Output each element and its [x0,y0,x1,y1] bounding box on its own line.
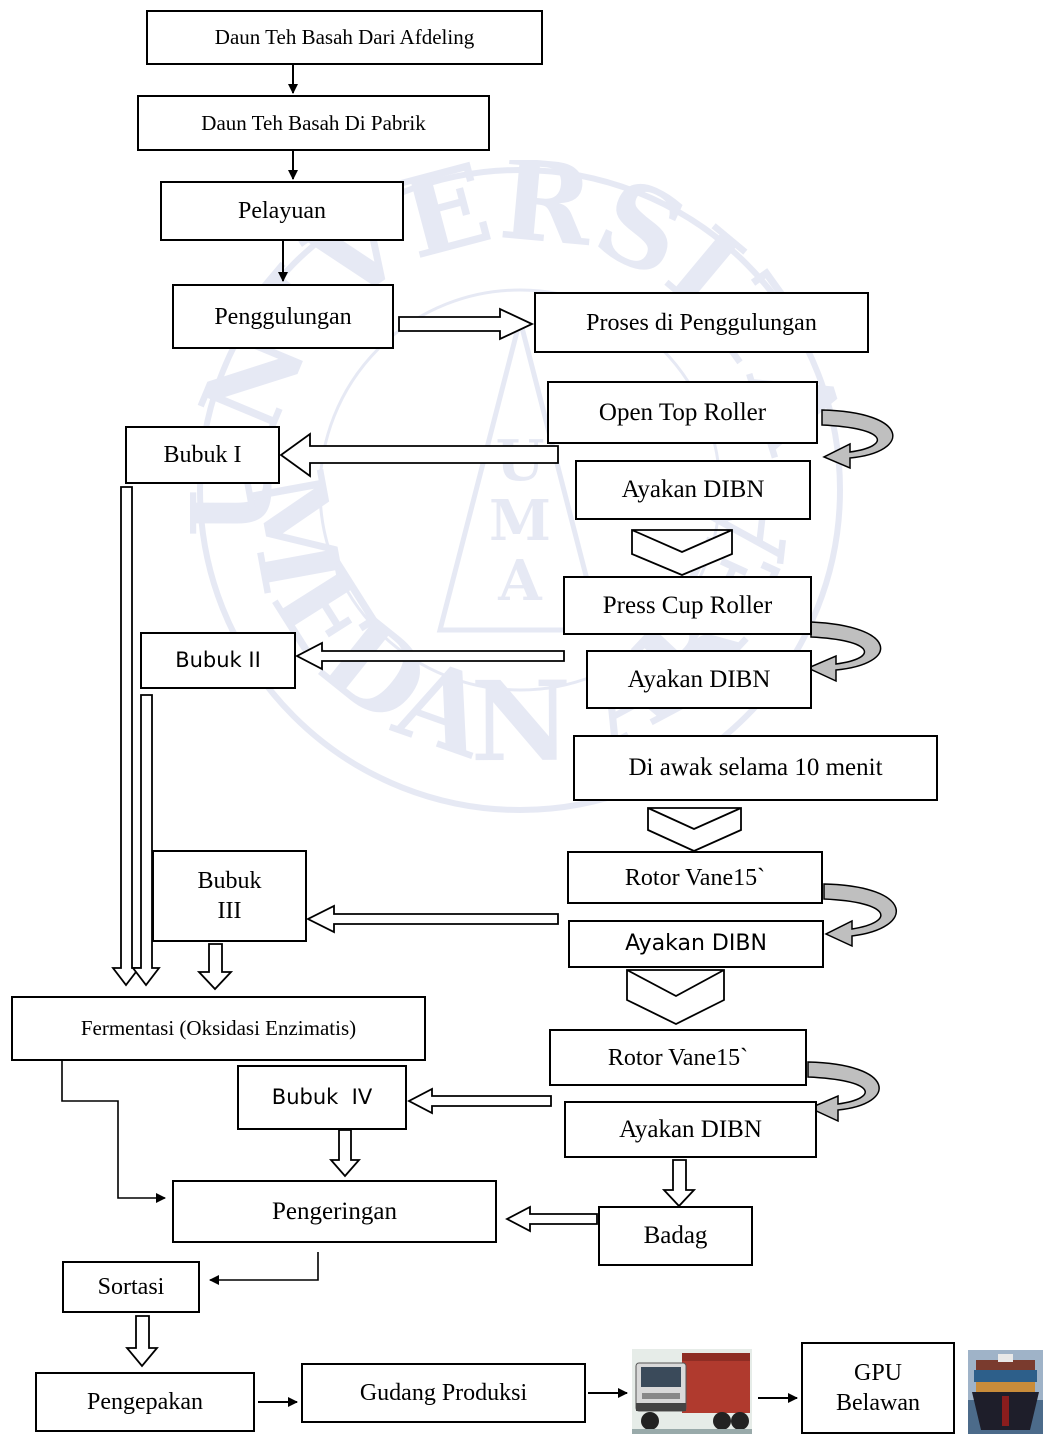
label-sortasi: Sortasi [97,1274,165,1300]
loop-arrow-4 [807,1061,880,1123]
box-open-top-roller: Open Top Roller [547,381,818,444]
hollow-down-from-bubuk-4 [329,1129,361,1178]
box-ayakan-4: Ayakan DIBN [564,1101,817,1158]
loop-arrow-1 [821,409,894,470]
arrow-pengeringan-to-sortasi [209,1252,319,1285]
box-gpu-belawan: GPU Belawan [801,1342,955,1434]
box-ayakan-3: Ayakan DIBN [568,920,824,968]
label-daun-afdeling: Daun Teh Basah Dari Afdeling [214,25,475,50]
label-di-awak: Di awak selama 10 menit [628,754,883,782]
hollow-down-from-bubuk-2 [131,694,161,987]
label-gpu-line1: GPU [853,1360,902,1386]
label-badag: Badag [643,1222,708,1250]
hollow-down-sortasi-to-pengepakan [125,1315,159,1368]
box-bubuk-1: Bubuk I [125,426,280,484]
box-penggulungan: Penggulungan [172,284,394,349]
label-proses-penggulungan: Proses di Penggulungan [586,309,817,336]
label-pengepakan: Pengepakan [87,1389,203,1415]
box-badag: Badag [598,1206,753,1266]
label-daun-pabrik: Daun Teh Basah Di Pabrik [201,110,426,135]
label-pengeringan: Pengeringan [272,1197,397,1225]
box-bubuk-3: Bubuk III [152,850,307,942]
hollow-down-ayakan-to-badag [661,1159,697,1208]
hollow-arrow-to-bubuk-3 [305,904,559,934]
box-daun-afdeling: Daun Teh Basah Dari Afdeling [146,10,543,65]
truck-icon [632,1349,752,1434]
box-pengeringan: Pengeringan [172,1180,497,1243]
hollow-arrow-to-bubuk-1 [279,432,559,478]
label-bubuk-1: Bubuk I [163,442,242,468]
label-rotor-vane-2: Rotor Vane15` [607,1044,749,1071]
chevron-down-1 [631,529,733,576]
hollow-arrow-to-bubuk-2 [295,641,565,671]
label-ayakan-3: Ayakan DIBN [625,931,767,957]
box-daun-pabrik: Daun Teh Basah Di Pabrik [137,95,490,151]
box-sortasi: Sortasi [62,1261,200,1313]
label-pelayuan: Pelayuan [238,198,326,224]
loop-arrow-2 [806,621,882,683]
label-ayakan-1: Ayakan DIBN [621,476,765,504]
ship-icon [968,1350,1043,1434]
box-bubuk-2: Bubuk II [140,632,296,689]
label-rotor-vane-1: Rotor Vane15` [624,864,766,891]
hollow-arrow-to-bubuk-4 [407,1087,552,1115]
box-fermentasi: Fermentasi (Oksidasi Enzimatis) [11,996,426,1061]
truck-image [632,1349,752,1434]
arrow-fermentasi-to-pengeringan [61,1061,166,1203]
label-penggulungan: Penggulungan [214,303,352,330]
box-gudang-produksi: Gudang Produksi [301,1363,586,1423]
box-ayakan-2: Ayakan DIBN [586,650,812,709]
hollow-down-from-bubuk-3 [196,943,234,991]
chevron-down-3 [626,969,725,1026]
hollow-down-from-bubuk-1 [111,486,141,987]
label-press-cup-roller: Press Cup Roller [602,591,773,619]
label-bubuk-4: Bubuk IV [271,1085,373,1110]
label-gudang-produksi: Gudang Produksi [359,1380,528,1406]
label-open-top-roller: Open Top Roller [598,398,767,426]
label-fermentasi: Fermentasi (Oksidasi Enzimatis) [80,1016,357,1041]
box-di-awak: Di awak selama 10 menit [573,735,938,801]
box-pelayuan: Pelayuan [160,181,404,241]
label-bubuk-2: Bubuk II [175,648,261,673]
label-bubuk-3-line1: Bubuk [197,868,262,894]
box-proses-penggulungan: Proses di Penggulungan [534,292,869,353]
loop-arrow-3 [823,883,897,948]
label-gpu-line2: Belawan [836,1390,920,1416]
chevron-down-2 [647,807,742,852]
box-rotor-vane-1: Rotor Vane15` [567,851,823,904]
label-bubuk-3-line2: III [217,898,242,924]
label-ayakan-4: Ayakan DIBN [619,1115,762,1143]
box-rotor-vane-2: Rotor Vane15` [549,1029,807,1086]
hollow-arrow-badag-to-pengeringan [505,1205,598,1233]
box-press-cup-roller: Press Cup Roller [563,576,812,635]
container-ship-image [968,1350,1043,1434]
box-bubuk-4: Bubuk IV [237,1065,407,1130]
hollow-arrow-to-proses [398,307,535,341]
box-pengepakan: Pengepakan [35,1372,255,1432]
box-ayakan-1: Ayakan DIBN [575,460,811,520]
label-ayakan-2: Ayakan DIBN [627,665,771,693]
